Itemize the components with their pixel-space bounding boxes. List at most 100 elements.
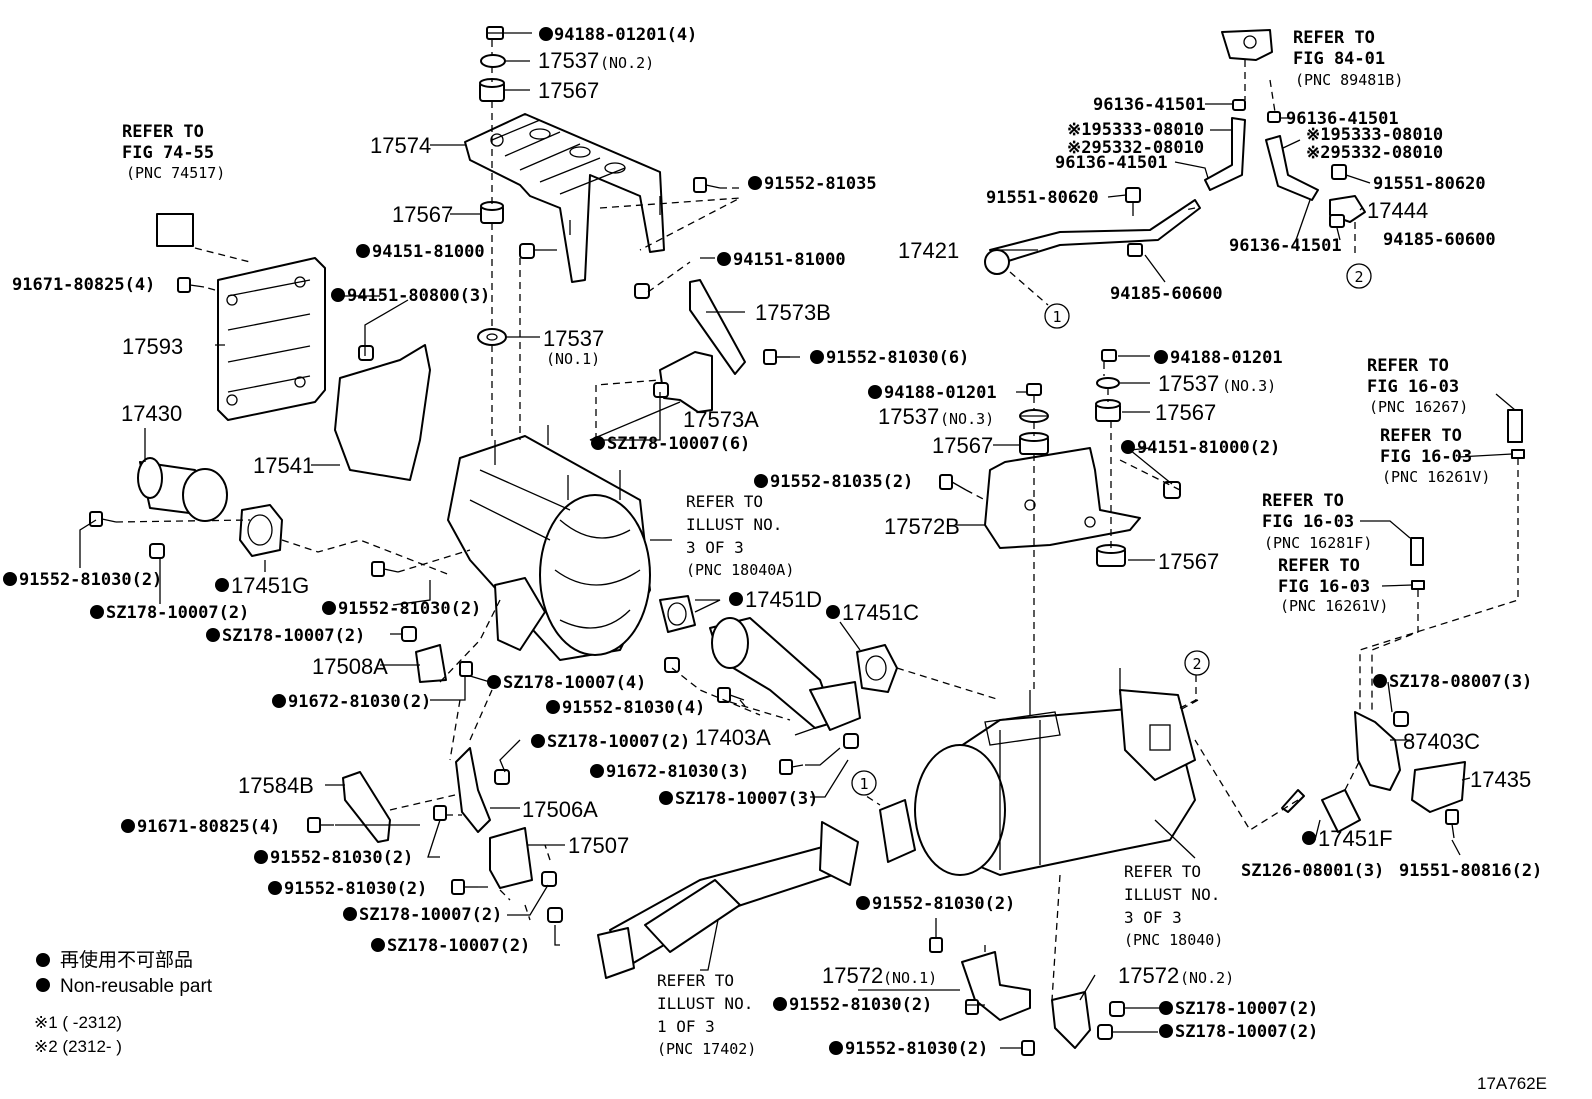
label-96136-41501-b[interactable]: 96136-41501 (1055, 153, 1168, 173)
refer-fig-74-55[interactable]: REFER TO FIG 74-55 (PNC 74517) (122, 122, 225, 182)
label-91552-81035-2[interactable]: 91552-81035(2) (770, 472, 913, 492)
label-17572-no1[interactable]: 17572 (822, 963, 883, 988)
label-17541[interactable]: 17541 (253, 453, 314, 478)
label-17451f[interactable]: 17451F (1318, 826, 1393, 851)
label-17537-no3-right[interactable]: 17537 (1158, 371, 1219, 396)
label-94188-01201-4[interactable]: 94188-01201(4) (554, 25, 697, 45)
hose-16267 (1507, 409, 1523, 443)
label-87403c[interactable]: 87403C (1403, 729, 1480, 754)
label-17584b[interactable]: 17584B (238, 773, 314, 798)
hose-right (1265, 111, 1319, 201)
svg-text:(PNC 16261V): (PNC 16261V) (1382, 468, 1490, 486)
label-295332-08010-b[interactable]: ※295332-08010 (1306, 143, 1443, 163)
label-91552-81030-2-c[interactable]: 91552-81030(2) (270, 848, 413, 868)
label-195333-08010-a[interactable]: ※195333-08010 (1067, 120, 1204, 140)
label-sz178-10007-2-e[interactable]: SZ178-10007(2) (387, 936, 530, 956)
label-17537-no2[interactable]: 17537 (538, 48, 599, 73)
nut-94188-right-mid (1026, 383, 1042, 396)
label-17507[interactable]: 17507 (568, 833, 629, 858)
label-17537-no1[interactable]: 17537 (543, 326, 604, 351)
label-94188-01201-mid[interactable]: 94188-01201 (884, 383, 997, 403)
label-17506a[interactable]: 17506A (522, 797, 598, 822)
refer-illust-3-of-3-upper[interactable]: REFER TO ILLUST NO. 3 OF 3 (PNC 18040A) (686, 492, 794, 579)
label-sz178-10007-2-b[interactable]: SZ178-10007(2) (222, 626, 365, 646)
label-17430[interactable]: 17430 (121, 401, 182, 426)
label-94185-60600-right[interactable]: 94185-60600 (1383, 230, 1496, 250)
label-sz178-08007-3[interactable]: SZ178-08007(3) (1389, 672, 1532, 692)
label-91671-80825-4-bottom[interactable]: 91671-80825(4) (137, 817, 280, 837)
label-91672-81030-3[interactable]: 91672-81030(3) (606, 762, 749, 782)
label-96136-41501-d[interactable]: 96136-41501 (1229, 236, 1342, 256)
label-91552-81030-2-e[interactable]: 91552-81030(2) (872, 894, 1015, 914)
label-sz178-10007-2-c[interactable]: SZ178-10007(2) (547, 732, 690, 752)
label-17574[interactable]: 17574 (370, 133, 431, 158)
label-17567-right-bottom[interactable]: 17567 (1158, 549, 1219, 574)
label-17573b[interactable]: 17573B (755, 300, 831, 325)
label-17435[interactable]: 17435 (1470, 767, 1531, 792)
washer-17537-no3-right (1096, 377, 1120, 389)
label-sz178-10007-3[interactable]: SZ178-10007(3) (675, 789, 818, 809)
bracket-87403c (1354, 711, 1401, 791)
label-17567-right-mid[interactable]: 17567 (932, 433, 993, 458)
label-17537-no3-mid[interactable]: 17537 (878, 404, 939, 429)
label-91552-81030-6[interactable]: 91552-81030(6) (826, 348, 969, 368)
label-96136-41501-c[interactable]: 96136-41501 (1286, 109, 1399, 129)
label-17451d[interactable]: 17451D (745, 587, 822, 612)
label-sz126-08001-3[interactable]: SZ126-08001(3) (1241, 861, 1384, 881)
label-sz178-10007-2-d[interactable]: SZ178-10007(2) (359, 905, 502, 925)
bracket-17572b (984, 447, 1141, 549)
label-91552-81030-4[interactable]: 91552-81030(4) (562, 698, 705, 718)
label-17572b[interactable]: 17572B (884, 514, 960, 539)
label-91552-81035[interactable]: 91552-81035 (764, 174, 877, 194)
label-17567-top[interactable]: 17567 (538, 78, 599, 103)
label-sz178-10007-4[interactable]: SZ178-10007(4) (503, 673, 646, 693)
label-17421[interactable]: 17421 (898, 238, 959, 263)
label-91672-81030-2[interactable]: 91672-81030(2) (288, 692, 431, 712)
label-94188-01201-right[interactable]: 94188-01201 (1170, 348, 1283, 368)
refer-fig-16-03-16281f[interactable]: REFER TO FIG 16-03 (PNC 16281F) (1262, 491, 1372, 552)
label-91552-81030-2-f[interactable]: 91552-81030(2) (789, 995, 932, 1015)
label-17573a[interactable]: 17573A (683, 407, 759, 432)
label-94151-81000-2[interactable]: 94151-81000(2) (1137, 438, 1280, 458)
label-94151-81000-b[interactable]: 94151-81000 (733, 250, 846, 270)
label-91551-80620-left[interactable]: 91551-80620 (986, 188, 1099, 208)
refer-illust-3-of-3-lower[interactable]: REFER TO ILLUST NO. 3 OF 3 (PNC 18040) (1124, 862, 1223, 949)
label-sz178-10007-2-g[interactable]: SZ178-10007(2) (1175, 1022, 1318, 1042)
label-91552-81030-2-d[interactable]: 91552-81030(2) (284, 879, 427, 899)
label-sz178-10007-6[interactable]: SZ178-10007(6) (607, 434, 750, 454)
label-17451c[interactable]: 17451C (842, 600, 919, 625)
bolt-91552-81030-4 (717, 687, 745, 703)
label-17572-no2[interactable]: 17572 (1118, 963, 1179, 988)
label-17567-right-top[interactable]: 17567 (1155, 400, 1216, 425)
label-sz178-10007-2-f[interactable]: SZ178-10007(2) (1175, 999, 1318, 1019)
label-94185-60600-left[interactable]: 94185-60600 (1110, 284, 1223, 304)
refer-fig-16-03-16267[interactable]: REFER TO FIG 16-03 (PNC 16267) (1367, 356, 1468, 416)
refer-fig-16-03-16261v-top[interactable]: REFER TO FIG 16-03 (PNC 16261V) (1380, 426, 1490, 486)
label-96136-41501-a[interactable]: 96136-41501 (1093, 95, 1206, 115)
label-sz178-10007-2-left[interactable]: SZ178-10007(2) (106, 603, 249, 623)
refer-fig-16-03-16261v-bottom[interactable]: REFER TO FIG 16-03 (PNC 16261V) (1278, 556, 1388, 615)
label-91671-80825-4-top[interactable]: 91671-80825(4) (12, 275, 155, 295)
label-17593[interactable]: 17593 (122, 334, 183, 359)
label-91552-81030-2-b[interactable]: 91552-81030(2) (338, 599, 481, 619)
label-17403a[interactable]: 17403A (695, 725, 771, 750)
label-17508a[interactable]: 17508A (312, 654, 388, 679)
circle-references: 1 2 1 2 (851, 263, 1372, 796)
label-91552-81030-2-left[interactable]: 91552-81030(2) (19, 570, 162, 590)
label-91552-81030-2-g[interactable]: 91552-81030(2) (845, 1039, 988, 1059)
label-94151-80800-3[interactable]: 94151-80800(3) (347, 286, 490, 306)
label-17567-mid[interactable]: 17567 (392, 202, 453, 227)
refer-illust-1-of-3[interactable]: REFER TO ILLUST NO. 1 OF 3 (PNC 17402) (657, 971, 756, 1058)
svg-text:FIG 16-03: FIG 16-03 (1380, 447, 1472, 467)
label-17451g[interactable]: 17451G (231, 573, 309, 598)
label-94151-81000-a[interactable]: 94151-81000 (372, 242, 485, 262)
label-17444[interactable]: 17444 (1367, 198, 1428, 223)
label-295332-08010-a[interactable]: ※295332-08010 (1067, 138, 1204, 158)
label-91551-80620-right[interactable]: 91551-80620 (1373, 174, 1486, 194)
bolt-91552-81035 (693, 177, 721, 193)
label-195333-08010-b[interactable]: ※195333-08010 (1306, 125, 1443, 145)
svg-text:REFER TO: REFER TO (657, 971, 734, 990)
label-17537-no1-sub: (NO.1) (546, 350, 600, 368)
label-91551-80816-2[interactable]: 91551-80816(2) (1399, 861, 1542, 881)
refer-fig-84-01[interactable]: REFER TO FIG 84-01 (PNC 89481B) (1293, 28, 1403, 89)
